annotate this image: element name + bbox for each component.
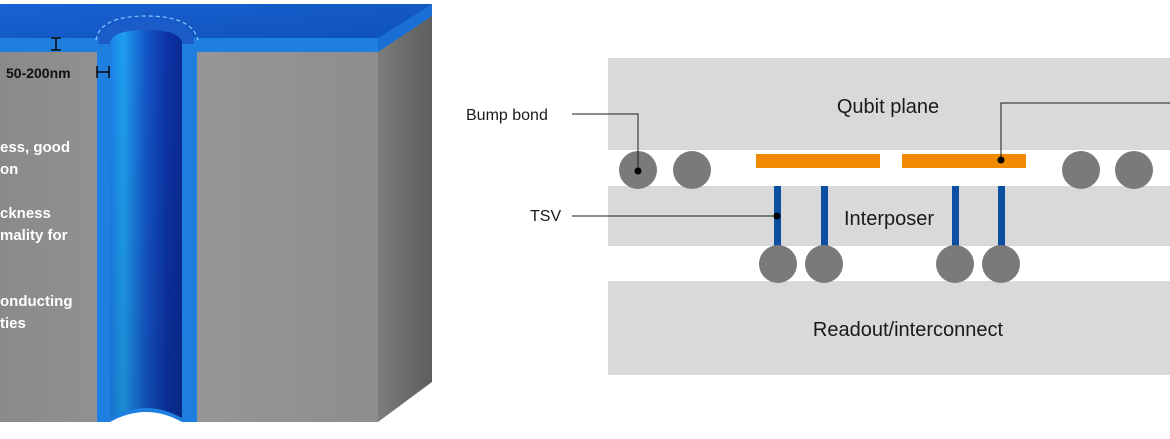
bump-upper-4 bbox=[1115, 151, 1153, 189]
bump-lower-3 bbox=[936, 245, 974, 283]
note-1-line-2: on bbox=[0, 161, 18, 178]
bump-bond-leader bbox=[572, 113, 639, 171]
note-2-line-1: ckness bbox=[0, 205, 51, 222]
bump-lower-1 bbox=[759, 245, 797, 283]
bump-bond-label: Bump bond bbox=[466, 107, 548, 124]
pad-left bbox=[756, 154, 880, 168]
bump-lower-2 bbox=[805, 245, 843, 283]
readout-label: Readout/interconnect bbox=[813, 319, 1004, 341]
bump-upper-3 bbox=[1062, 151, 1100, 189]
tsv-4 bbox=[998, 186, 1005, 248]
tsv-label: TSV bbox=[530, 208, 561, 225]
pad-right bbox=[902, 154, 1026, 168]
thickness-marker-vertical bbox=[51, 37, 61, 51]
tsv-cross-section: 50-200nm ess, good on ckness mality for … bbox=[0, 4, 440, 434]
thickness-marker-horizontal bbox=[96, 66, 110, 78]
bump-lower-4 bbox=[982, 245, 1020, 283]
tsv-3 bbox=[952, 186, 959, 248]
tsv-leader-dot bbox=[773, 212, 781, 220]
thickness-label: 50-200nm bbox=[6, 65, 71, 81]
bump-bond-leader-dot bbox=[634, 167, 642, 175]
bump-upper-2 bbox=[673, 151, 711, 189]
substrate-side-face bbox=[378, 10, 432, 422]
readout-layer bbox=[608, 281, 1170, 375]
coating-side-edge bbox=[378, 4, 432, 52]
note-3-line-2: ties bbox=[0, 315, 26, 332]
note-1-line-1: ess, good bbox=[0, 139, 70, 156]
bottom-margin bbox=[0, 422, 440, 434]
note-2-line-2: mality for bbox=[0, 227, 68, 244]
qubit-plane-layer bbox=[608, 58, 1170, 150]
via-shading bbox=[110, 44, 182, 418]
note-3-line-1: onducting bbox=[0, 293, 72, 310]
pad-leader bbox=[1000, 102, 1170, 160]
pad-leader-dot bbox=[997, 156, 1005, 164]
stack-diagram: Qubit plane Interposer Readout/interconn… bbox=[466, 58, 1170, 375]
interposer-label: Interposer bbox=[844, 208, 934, 230]
tsv-2 bbox=[821, 186, 828, 248]
annotation-notes: ess, good on ckness mality for onducting… bbox=[0, 139, 72, 332]
qubit-plane-label: Qubit plane bbox=[837, 96, 939, 118]
via-rim-dashed bbox=[95, 15, 199, 41]
